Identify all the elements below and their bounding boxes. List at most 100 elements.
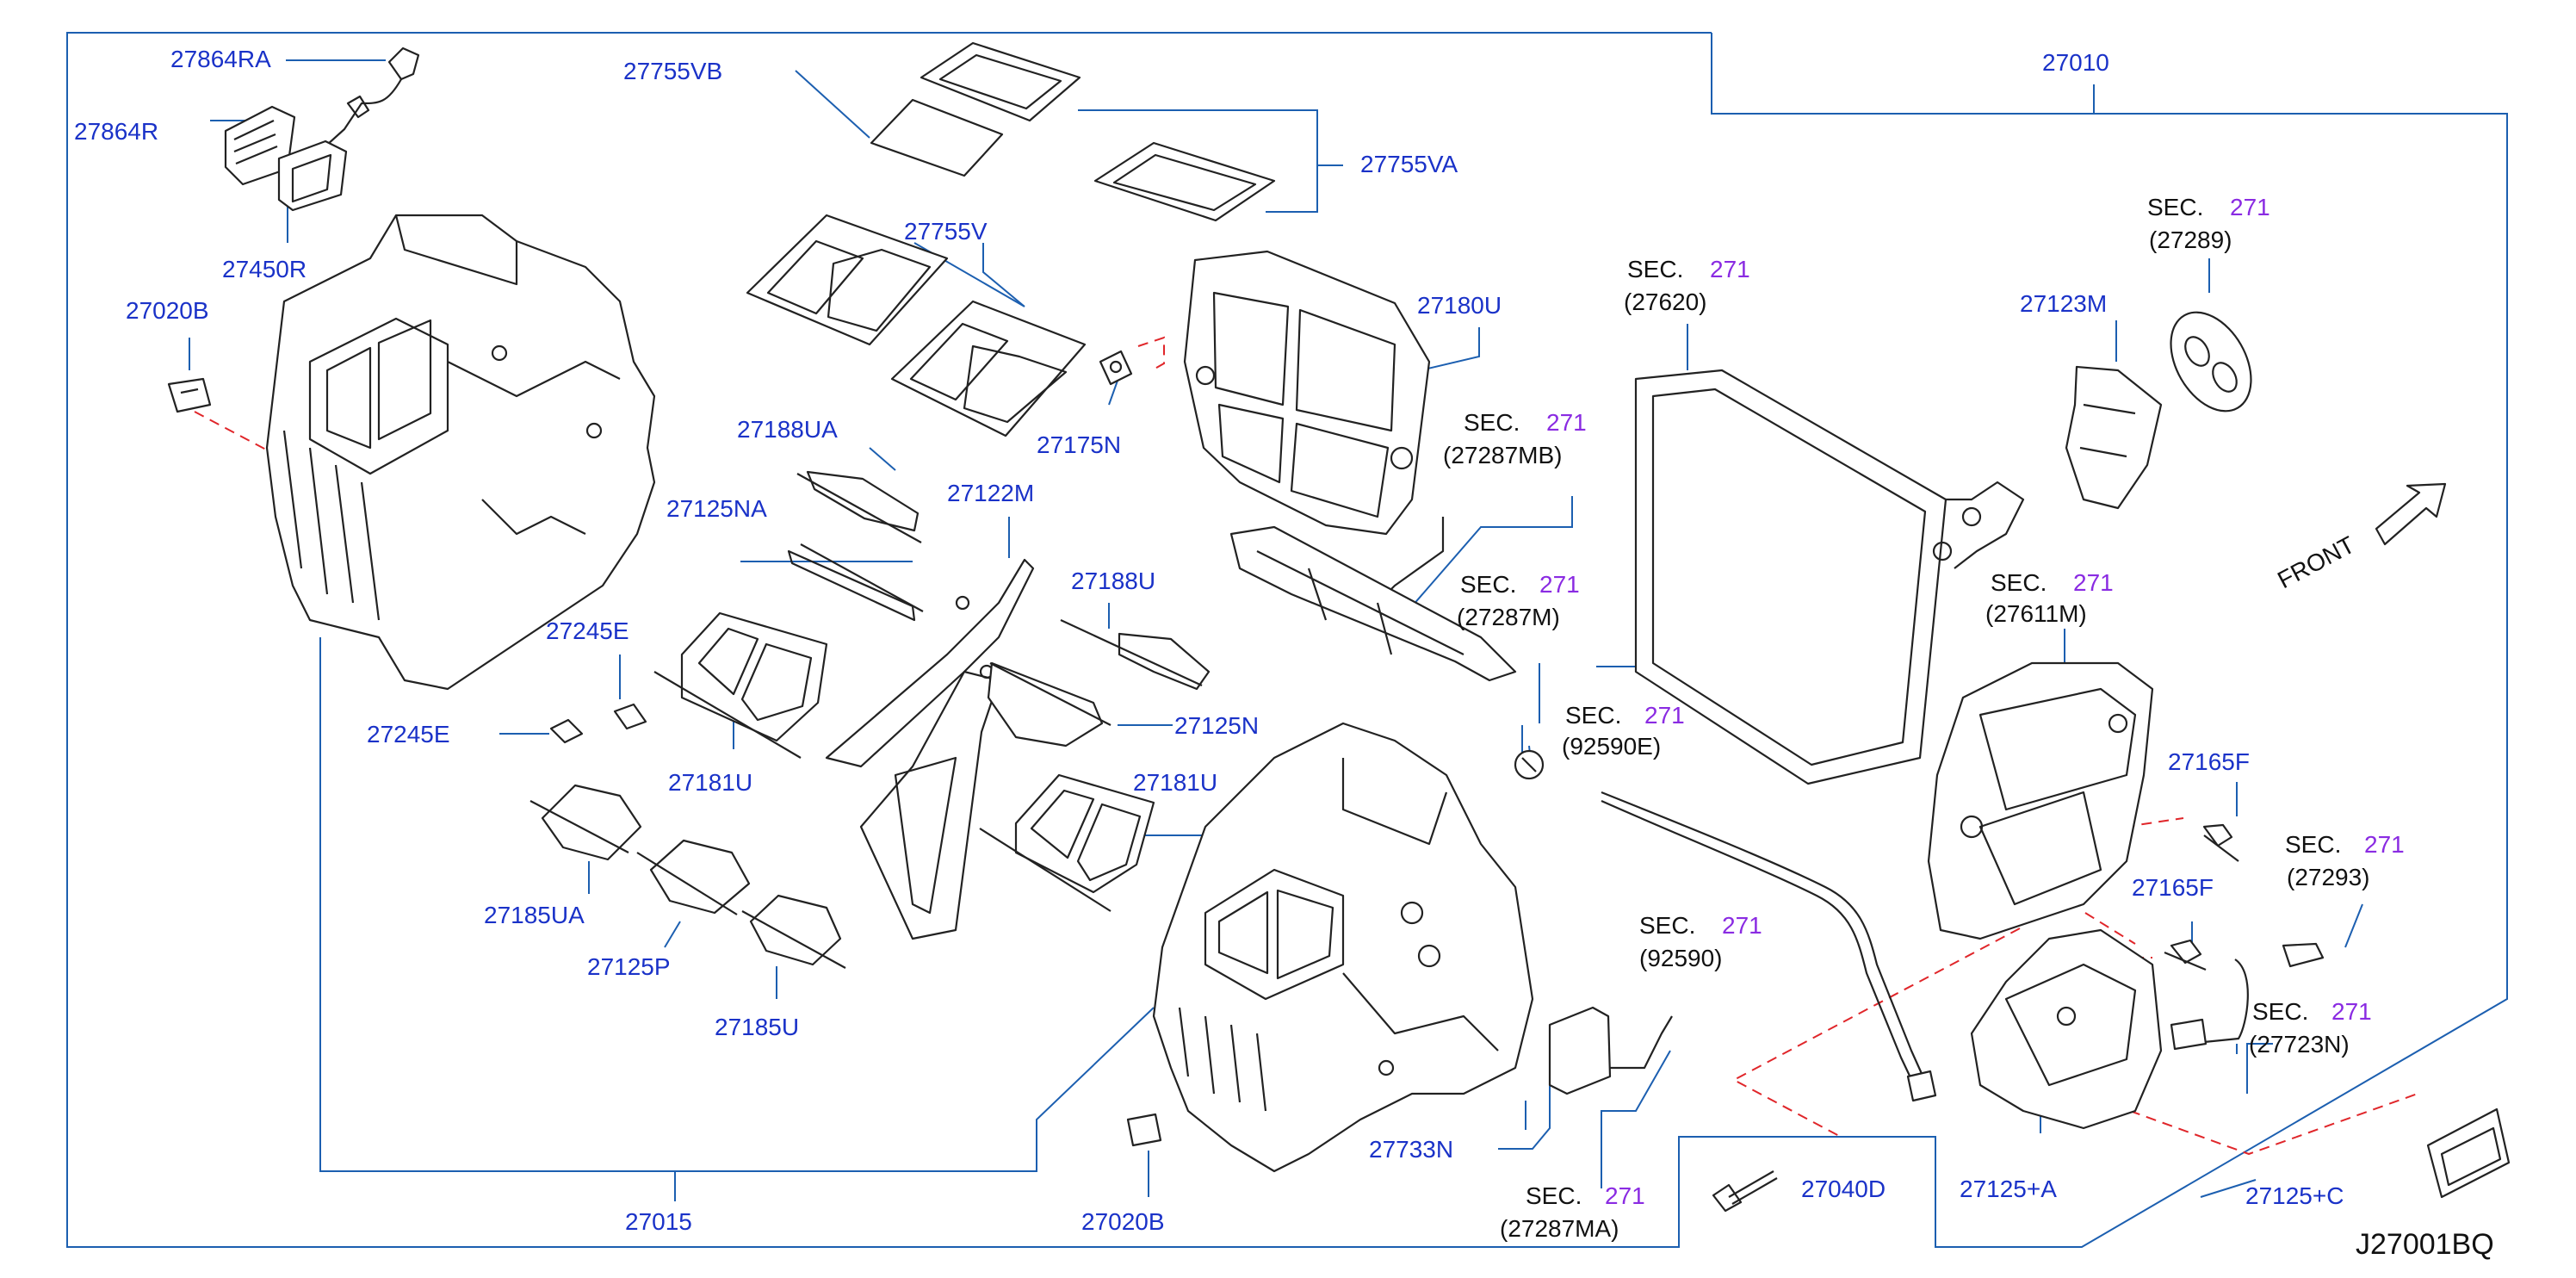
part-27755v-filters — [746, 214, 1087, 437]
part-27755vb-filter-sheet — [870, 98, 1004, 177]
part-27122m-link — [825, 558, 1035, 940]
label-27010: 27010 — [2042, 49, 2109, 76]
part-27165f-screw-b — [2164, 939, 2207, 971]
sec-ref-92590: (92590) — [1639, 945, 1723, 971]
sec-word: SEC. — [2147, 194, 2203, 220]
diagram-code: J27001BQ — [2356, 1228, 2494, 1261]
sec-num: 271 — [1722, 912, 1762, 939]
part-27733n-sensor — [1548, 1006, 1673, 1095]
front-arrow-icon — [2375, 482, 2447, 546]
part-27864ra-sensor — [326, 47, 420, 146]
label-27020b-bottom: 27020B — [1081, 1208, 1165, 1235]
label-27125c: 27125+C — [2245, 1182, 2344, 1209]
section-refs: SEC. 271 (27620) SEC. 271 (27289) SEC. 2… — [1443, 194, 2405, 1242]
sec-ref-27611m: (27611M) — [1985, 600, 2087, 627]
part-27245e-clips — [549, 703, 647, 744]
part-27181u-door-a — [653, 611, 828, 759]
label-27181u-a: 27181U — [668, 769, 752, 796]
label-27125a: 27125+A — [1960, 1176, 2057, 1202]
label-27755v: 27755V — [904, 218, 988, 245]
sec-word: SEC. — [2252, 998, 2308, 1025]
label-27733n: 27733N — [1369, 1136, 1453, 1163]
sec-word: SEC. — [1627, 256, 1683, 282]
part-27125na-shaft — [787, 543, 924, 622]
sec-num: 271 — [1546, 409, 1587, 436]
label-27188u: 27188U — [1071, 568, 1155, 594]
sec-num: 271 — [2230, 194, 2270, 220]
label-27864ra: 27864RA — [170, 46, 271, 72]
frame-lines — [66, 32, 2508, 1248]
sec-word: SEC. — [1565, 702, 1621, 729]
part-27125c-plate — [2426, 1107, 2511, 1199]
part-27864r-module — [224, 105, 296, 186]
sec-ref-92590e: (92590E) — [1562, 733, 1661, 760]
part-92590-hose — [1601, 791, 1937, 1102]
part-27040d-bolt — [1712, 1170, 1778, 1213]
part-27015-case-right — [1152, 722, 1534, 1173]
label-27125n: 27125N — [1174, 712, 1259, 739]
label-27040d: 27040D — [1801, 1176, 1886, 1202]
label-27015: 27015 — [625, 1208, 692, 1235]
sec-word: SEC. — [1526, 1182, 1582, 1209]
part-27165f-screw-a — [2202, 823, 2239, 862]
part-92590e-clamp — [1514, 749, 1545, 780]
part-27123m-seal — [2065, 365, 2163, 510]
sec-num: 271 — [1644, 702, 1685, 729]
label-27245e-b: 27245E — [367, 721, 450, 748]
sec-word: SEC. — [2285, 831, 2341, 858]
sec-num: 271 — [1605, 1182, 1645, 1209]
part-27620-evaporator — [1634, 369, 2025, 785]
part-27125n-shaft — [987, 661, 1112, 748]
part-27611m-case — [1927, 661, 2154, 940]
label-27181u-b: 27181U — [1133, 769, 1217, 796]
part-27020b-clip-bottom — [1126, 1113, 1162, 1147]
part-27287m-duct — [1229, 525, 1517, 682]
part-27185u-door — [741, 894, 846, 969]
part-27723n-harness — [2170, 958, 2249, 1051]
part-27125a-case — [1970, 928, 2163, 1130]
part-27293-plug — [2282, 942, 2325, 968]
part-27450r-sensor — [277, 140, 348, 212]
front-label: FRONT — [2273, 531, 2359, 594]
part-27175n-grommet — [1099, 350, 1133, 386]
sec-ref-27620: (27620) — [1624, 288, 1707, 315]
part-27020b-clip-top — [167, 377, 212, 413]
label-27755va: 27755VA — [1360, 151, 1458, 177]
part-27185ua-door — [529, 784, 642, 861]
label-27450r: 27450R — [222, 256, 307, 282]
part-27188u-flap — [1060, 619, 1211, 691]
part-labels: 27864RA 27864R 27450R 27020B 27755VB 277… — [74, 46, 2344, 1235]
label-27123m: 27123M — [2020, 290, 2107, 317]
sec-word: SEC. — [1464, 409, 1520, 436]
sec-num: 271 — [1539, 571, 1580, 598]
label-27020b-top: 27020B — [126, 297, 209, 324]
label-27245e-a: 27245E — [546, 617, 629, 644]
sec-ref-27287m: (27287M) — [1457, 604, 1560, 630]
label-27185ua: 27185UA — [484, 902, 585, 928]
label-27185u: 27185U — [715, 1014, 799, 1040]
sec-word: SEC. — [1639, 912, 1695, 939]
part-27180u-intake — [1183, 250, 1431, 536]
label-27125na: 27125NA — [666, 495, 767, 522]
sec-num: 271 — [2331, 998, 2372, 1025]
sec-word: SEC. — [1460, 571, 1516, 598]
label-27175n: 27175N — [1037, 431, 1121, 458]
sec-num: 271 — [1710, 256, 1750, 282]
label-27165f-a: 27165F — [2168, 748, 2250, 775]
label-27188ua: 27188UA — [737, 416, 838, 443]
part-27015-case-left — [265, 214, 656, 691]
part-27181u-door-b — [979, 773, 1155, 912]
sec-ref-27723n: (27723N) — [2249, 1031, 2350, 1058]
part-27289-grommet — [2170, 311, 2252, 413]
part-27125p-door — [636, 839, 751, 915]
sec-ref-27287ma: (27287MA) — [1500, 1215, 1619, 1242]
label-27125p: 27125P — [587, 953, 671, 980]
label-27165f-b: 27165F — [2132, 874, 2214, 901]
label-27180u: 27180U — [1417, 292, 1502, 319]
label-27864r: 27864R — [74, 118, 158, 145]
sec-ref-27287mb: (27287MB) — [1443, 442, 1563, 468]
part-27755va-frames — [920, 41, 1276, 222]
label-27122m: 27122M — [947, 480, 1034, 506]
sec-num: 271 — [2073, 569, 2114, 596]
